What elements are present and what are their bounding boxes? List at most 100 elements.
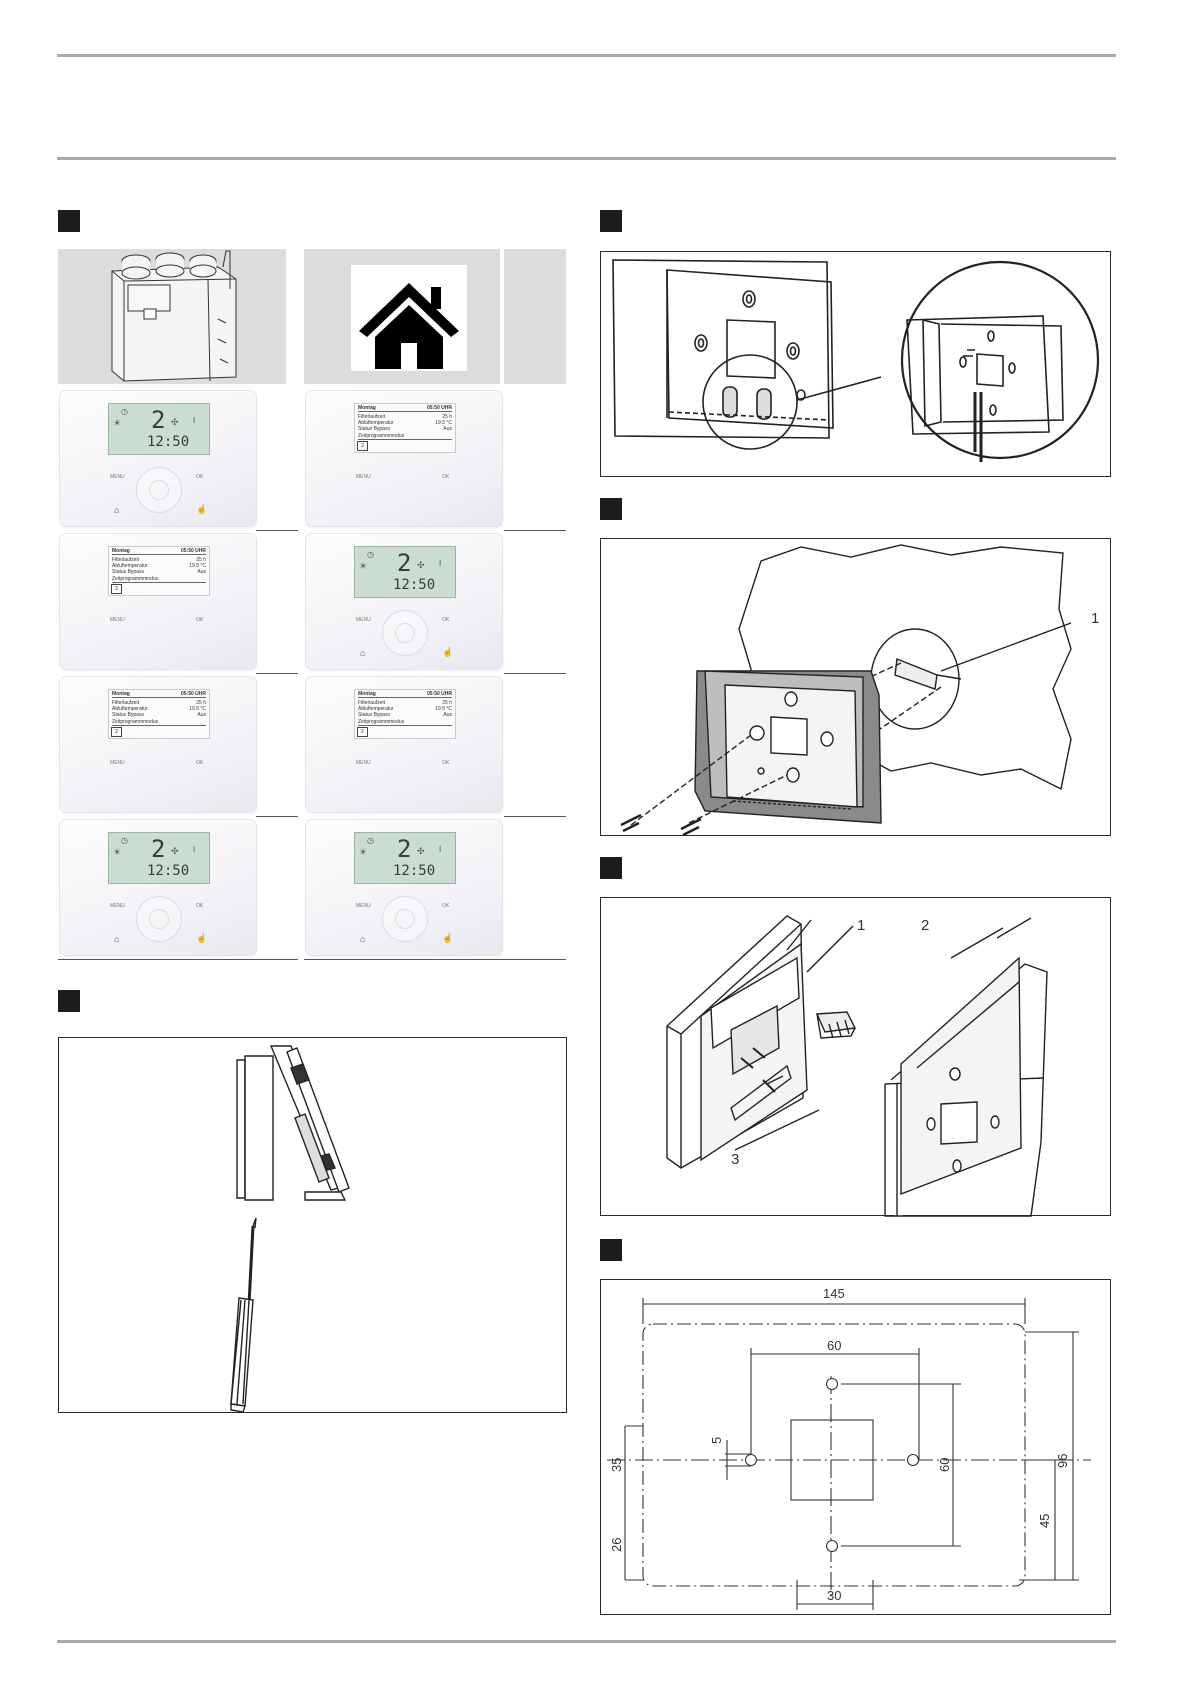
fan-icon: ✣ [417,560,425,570]
dim-hole-spacing-v: 60 [937,1458,952,1472]
section-marker-d [600,857,622,879]
menu-button[interactable]: MENU [110,903,125,909]
control-dial[interactable] [382,610,428,656]
dim-left-upper: 35 [609,1458,624,1472]
control-dial[interactable] [136,896,182,942]
ok-button[interactable]: OK [442,903,450,909]
fan-icon: ✣ [417,846,425,856]
dim-width: 145 [823,1286,845,1301]
section-marker-b [600,210,622,232]
gray-spacer-2 [504,249,566,384]
home-button-icon[interactable]: ⌂ [360,648,366,658]
control-dial[interactable] [382,896,428,942]
dim-left-lower: 26 [609,1538,624,1552]
menu-button[interactable]: MENU [356,474,371,480]
grid-separator [256,959,298,960]
lcd-screen: ◷ ☀ 2 ✣ I 12:50 [354,546,456,598]
hand-icon: I [193,416,196,425]
timer-icon: ◷ [121,836,128,845]
grid-separator [504,673,566,674]
thermostat-panel-main: ◷ ☀ 2 ✣ I 12:50 MENU OK ⌂ ☝ [306,820,502,955]
hand-button-icon[interactable]: ☝ [196,933,208,943]
timer-icon: ◷ [367,836,374,845]
home-button-icon[interactable]: ⌂ [360,934,366,944]
thermostat-panel-main: ◷ ☀ 2 ✣ I 12:50 MENU OK ⌂ ☝ [306,534,502,669]
ok-button[interactable]: OK [442,617,450,623]
thermostat-panel-main: ◷ ☀ 2 ✣ I 12:50 MENU OK ⌂ ☝ [60,820,256,955]
tools-figure [58,1037,567,1413]
lcd-screen: ◷ ☀ 2 ✣ I 12:50 [108,403,210,455]
callout-2: 2 [921,917,929,934]
gray-spacer-1 [256,249,286,384]
lcd-level: 2 [151,406,166,434]
top-rule [57,54,1116,57]
ok-button[interactable]: OK [196,903,204,909]
section-marker-a [58,210,80,232]
dimension-drawing-figure: 145 60 5 35 26 60 45 96 30 [600,1279,1111,1615]
home-icon [359,283,459,369]
hand-icon: I [439,559,442,568]
program-icon: 2 [111,584,122,594]
grid-separator [256,673,298,674]
menu-button[interactable]: MENU [356,760,371,766]
home-button-icon[interactable]: ⌂ [114,505,120,515]
lcd-time: 12:50 [147,434,190,450]
lcd-level: 2 [151,835,166,863]
callout-3: 3 [731,1151,739,1168]
ventilation-unit-illustration [111,250,237,382]
parts-figure: 1 2 3 [600,897,1111,1217]
menu-button[interactable]: MENU [110,617,125,623]
menu-button[interactable]: MENU [110,760,125,766]
thermostat-panel-main: ◷ ☀ 2 ✣ I 12:50 MENU OK ⌂ ☝ [60,391,256,526]
program-icon: 2 [111,727,122,737]
grid-separator [304,959,504,960]
fan-icon: ✣ [171,846,179,856]
lcd-time: 12:50 [393,863,436,879]
menu-button[interactable]: MENU [356,903,371,909]
lcd-time: 12:50 [147,863,190,879]
ok-button[interactable]: OK [196,617,204,623]
header-rule [57,157,1116,160]
grid-separator [256,816,298,817]
unit-cell [58,249,256,384]
ok-button[interactable]: OK [442,760,450,766]
hand-button-icon[interactable]: ☝ [442,647,454,657]
dim-hole-spacing-h: 60 [827,1338,841,1353]
parts-illustration: 1 2 3 [666,915,1049,1217]
callout-1: 1 [1091,610,1099,627]
dim-right-lower: 45 [1037,1514,1052,1528]
grid-separator [504,816,566,817]
ok-button[interactable]: OK [442,474,450,480]
hand-button-icon[interactable]: ☝ [196,504,208,514]
footer-rule [57,1640,1116,1643]
hand-icon: I [439,845,442,854]
wall-mounting-figure: 1 [600,538,1111,837]
ok-button[interactable]: OK [196,474,204,480]
grid-separator [504,959,566,960]
ok-button[interactable]: OK [196,760,204,766]
home-button-icon[interactable]: ⌂ [114,934,120,944]
program-icon: 2 [357,727,368,737]
lcd-level: 2 [397,835,412,863]
timer-icon: ◷ [121,407,128,416]
tools-illustration [230,1045,350,1413]
hand-button-icon[interactable]: ☝ [442,933,454,943]
lcd-screen: ◷ ☀ 2 ✣ I 12:50 [108,832,210,884]
dim-height: 96 [1055,1454,1070,1468]
dim-cutout-width: 30 [827,1588,841,1603]
timer-icon: ◷ [367,550,374,559]
menu-button[interactable]: MENU [110,474,125,480]
control-dial[interactable] [136,467,182,513]
fan-icon: ✣ [171,417,179,427]
dimension-drawing: 145 60 5 35 26 60 45 96 30 [607,1286,1091,1610]
grid-separator [504,530,566,531]
lcd-time: 12:50 [393,577,436,593]
menu-button[interactable]: MENU [356,617,371,623]
